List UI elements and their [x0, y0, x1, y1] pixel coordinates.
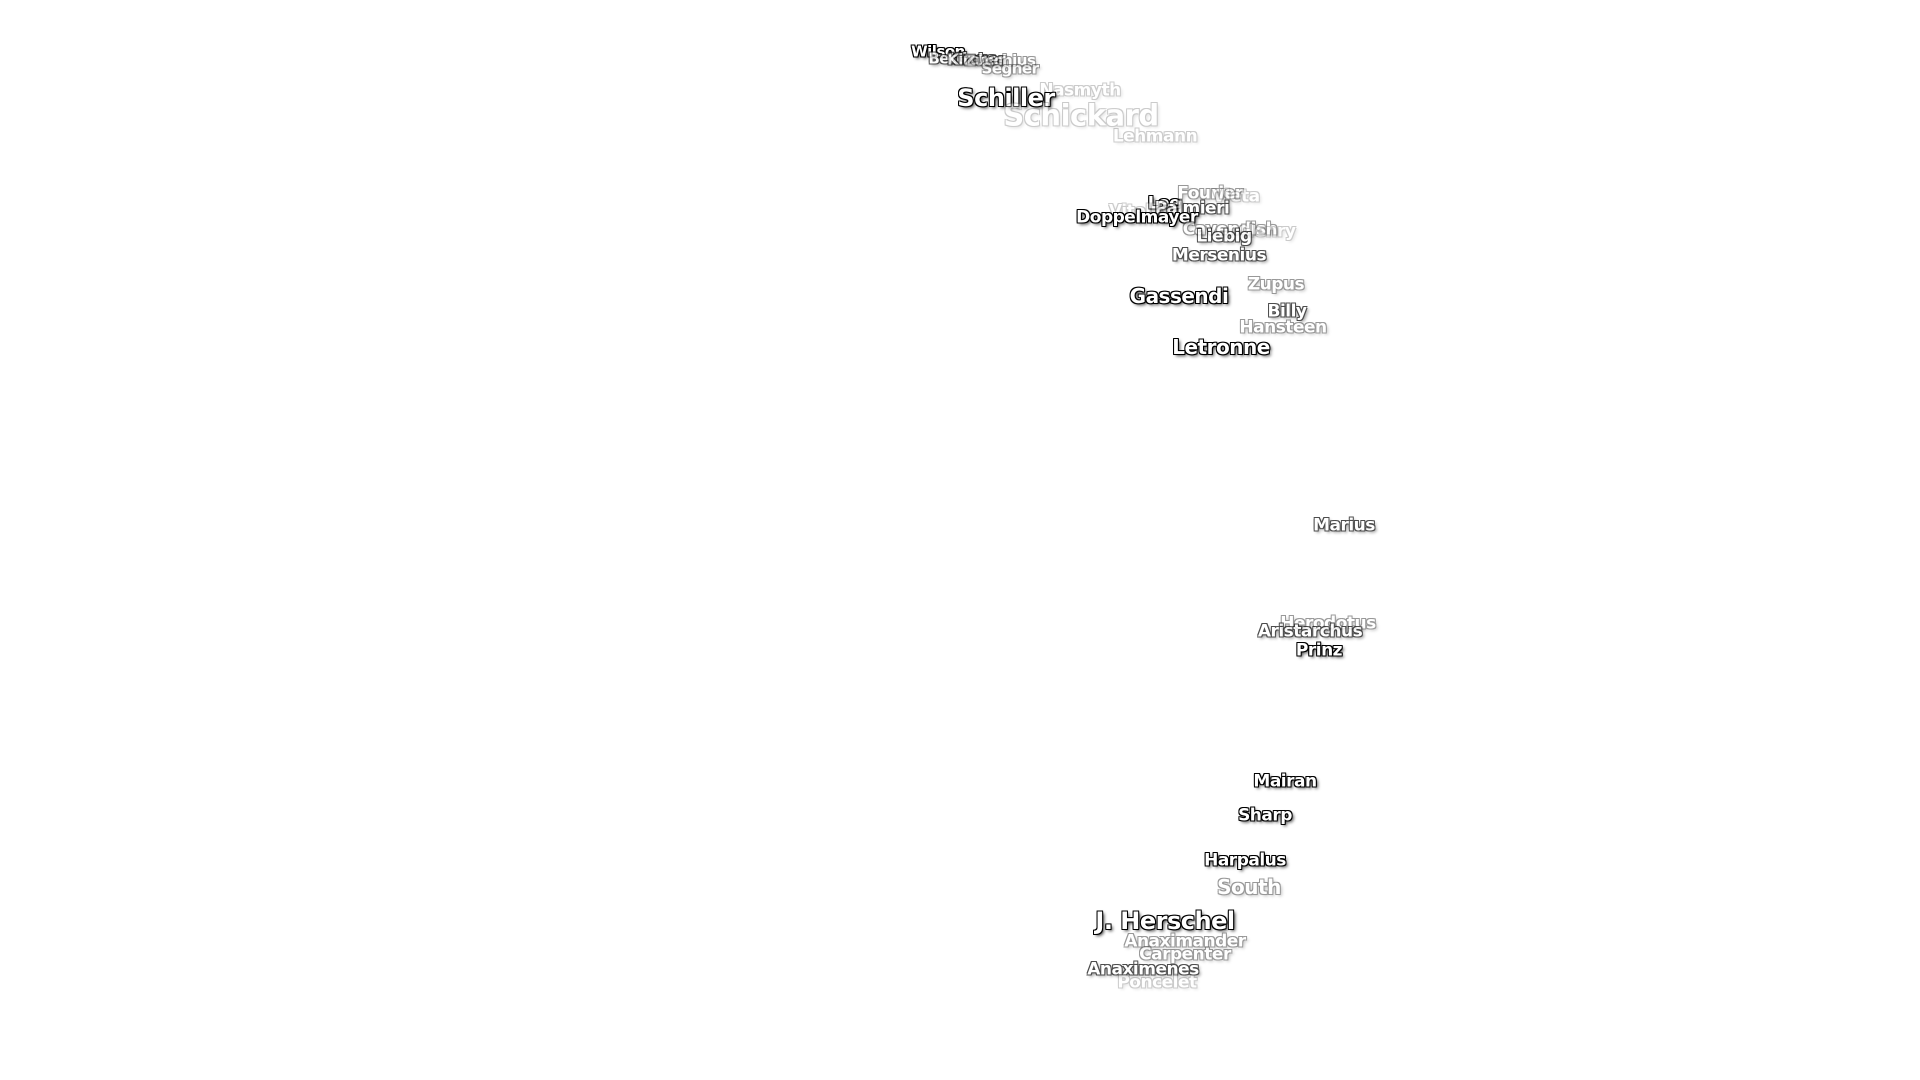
- crater-label-letronne[interactable]: Letronne: [1172, 335, 1270, 359]
- crater-label-zupus[interactable]: Zupus: [1247, 274, 1305, 295]
- crater-label-marius[interactable]: Marius: [1313, 515, 1375, 536]
- crater-label-lee[interactable]: Lee: [1147, 193, 1181, 214]
- crater-label-anaximander[interactable]: Anaximander: [1124, 931, 1246, 952]
- crater-label-poncelet[interactable]: Poncelet: [1117, 972, 1197, 993]
- crater-label-segner[interactable]: Segner: [981, 59, 1039, 78]
- crater-label-aristarchus[interactable]: Aristarchus: [1257, 621, 1363, 642]
- crater-label-gassendi[interactable]: Gassendi: [1129, 284, 1229, 308]
- crater-label-kircher[interactable]: Kircher: [947, 50, 1005, 69]
- crater-label-carpenter[interactable]: Carpenter: [1139, 944, 1231, 965]
- crater-label-prinz[interactable]: Prinz: [1295, 640, 1343, 661]
- crater-label-wilson[interactable]: Wilson: [911, 42, 965, 61]
- crater-label-mairan[interactable]: Mairan: [1253, 771, 1317, 792]
- crater-label-lehmann[interactable]: Lehmann: [1112, 126, 1198, 147]
- crater-label-palmieri[interactable]: Palmieri: [1154, 198, 1230, 219]
- crater-label-herodotus[interactable]: Herodotus: [1280, 613, 1376, 634]
- crater-label-anaximenes[interactable]: Anaximenes: [1087, 959, 1199, 980]
- crater-label-henry[interactable]: Henry: [1240, 221, 1296, 242]
- crater-label-hansteen[interactable]: Hansteen: [1239, 317, 1327, 338]
- crater-label-liebig[interactable]: Liebig: [1196, 226, 1252, 247]
- crater-label-mersenius[interactable]: Mersenius: [1171, 245, 1267, 266]
- crater-label-schiller[interactable]: Schiller: [957, 84, 1055, 112]
- crater-label-doppelmayer[interactable]: Doppelmayer: [1076, 207, 1198, 228]
- crater-label-zucchius[interactable]: Zucchius: [964, 51, 1036, 70]
- crater-label-billy[interactable]: Billy: [1267, 301, 1307, 322]
- crater-label-nasmyth[interactable]: Nasmyth: [1039, 80, 1121, 101]
- crater-label-south[interactable]: South: [1217, 875, 1281, 899]
- crater-label-cavendish[interactable]: Cavendish: [1182, 219, 1278, 240]
- crater-label-sharp[interactable]: Sharp: [1238, 805, 1292, 826]
- crater-label-vieta[interactable]: Vieta: [1212, 186, 1260, 207]
- crater-label-harpalus[interactable]: Harpalus: [1204, 850, 1286, 871]
- crater-label-vitello[interactable]: Vitello: [1108, 201, 1168, 222]
- crater-label-schickard[interactable]: Schickard: [1003, 98, 1159, 133]
- crater-label-bettinus[interactable]: Bettinus: [928, 49, 996, 68]
- crater-label-fourier[interactable]: Fourier: [1177, 183, 1243, 204]
- crater-label-j-herschel[interactable]: J. Herschel: [1095, 907, 1235, 935]
